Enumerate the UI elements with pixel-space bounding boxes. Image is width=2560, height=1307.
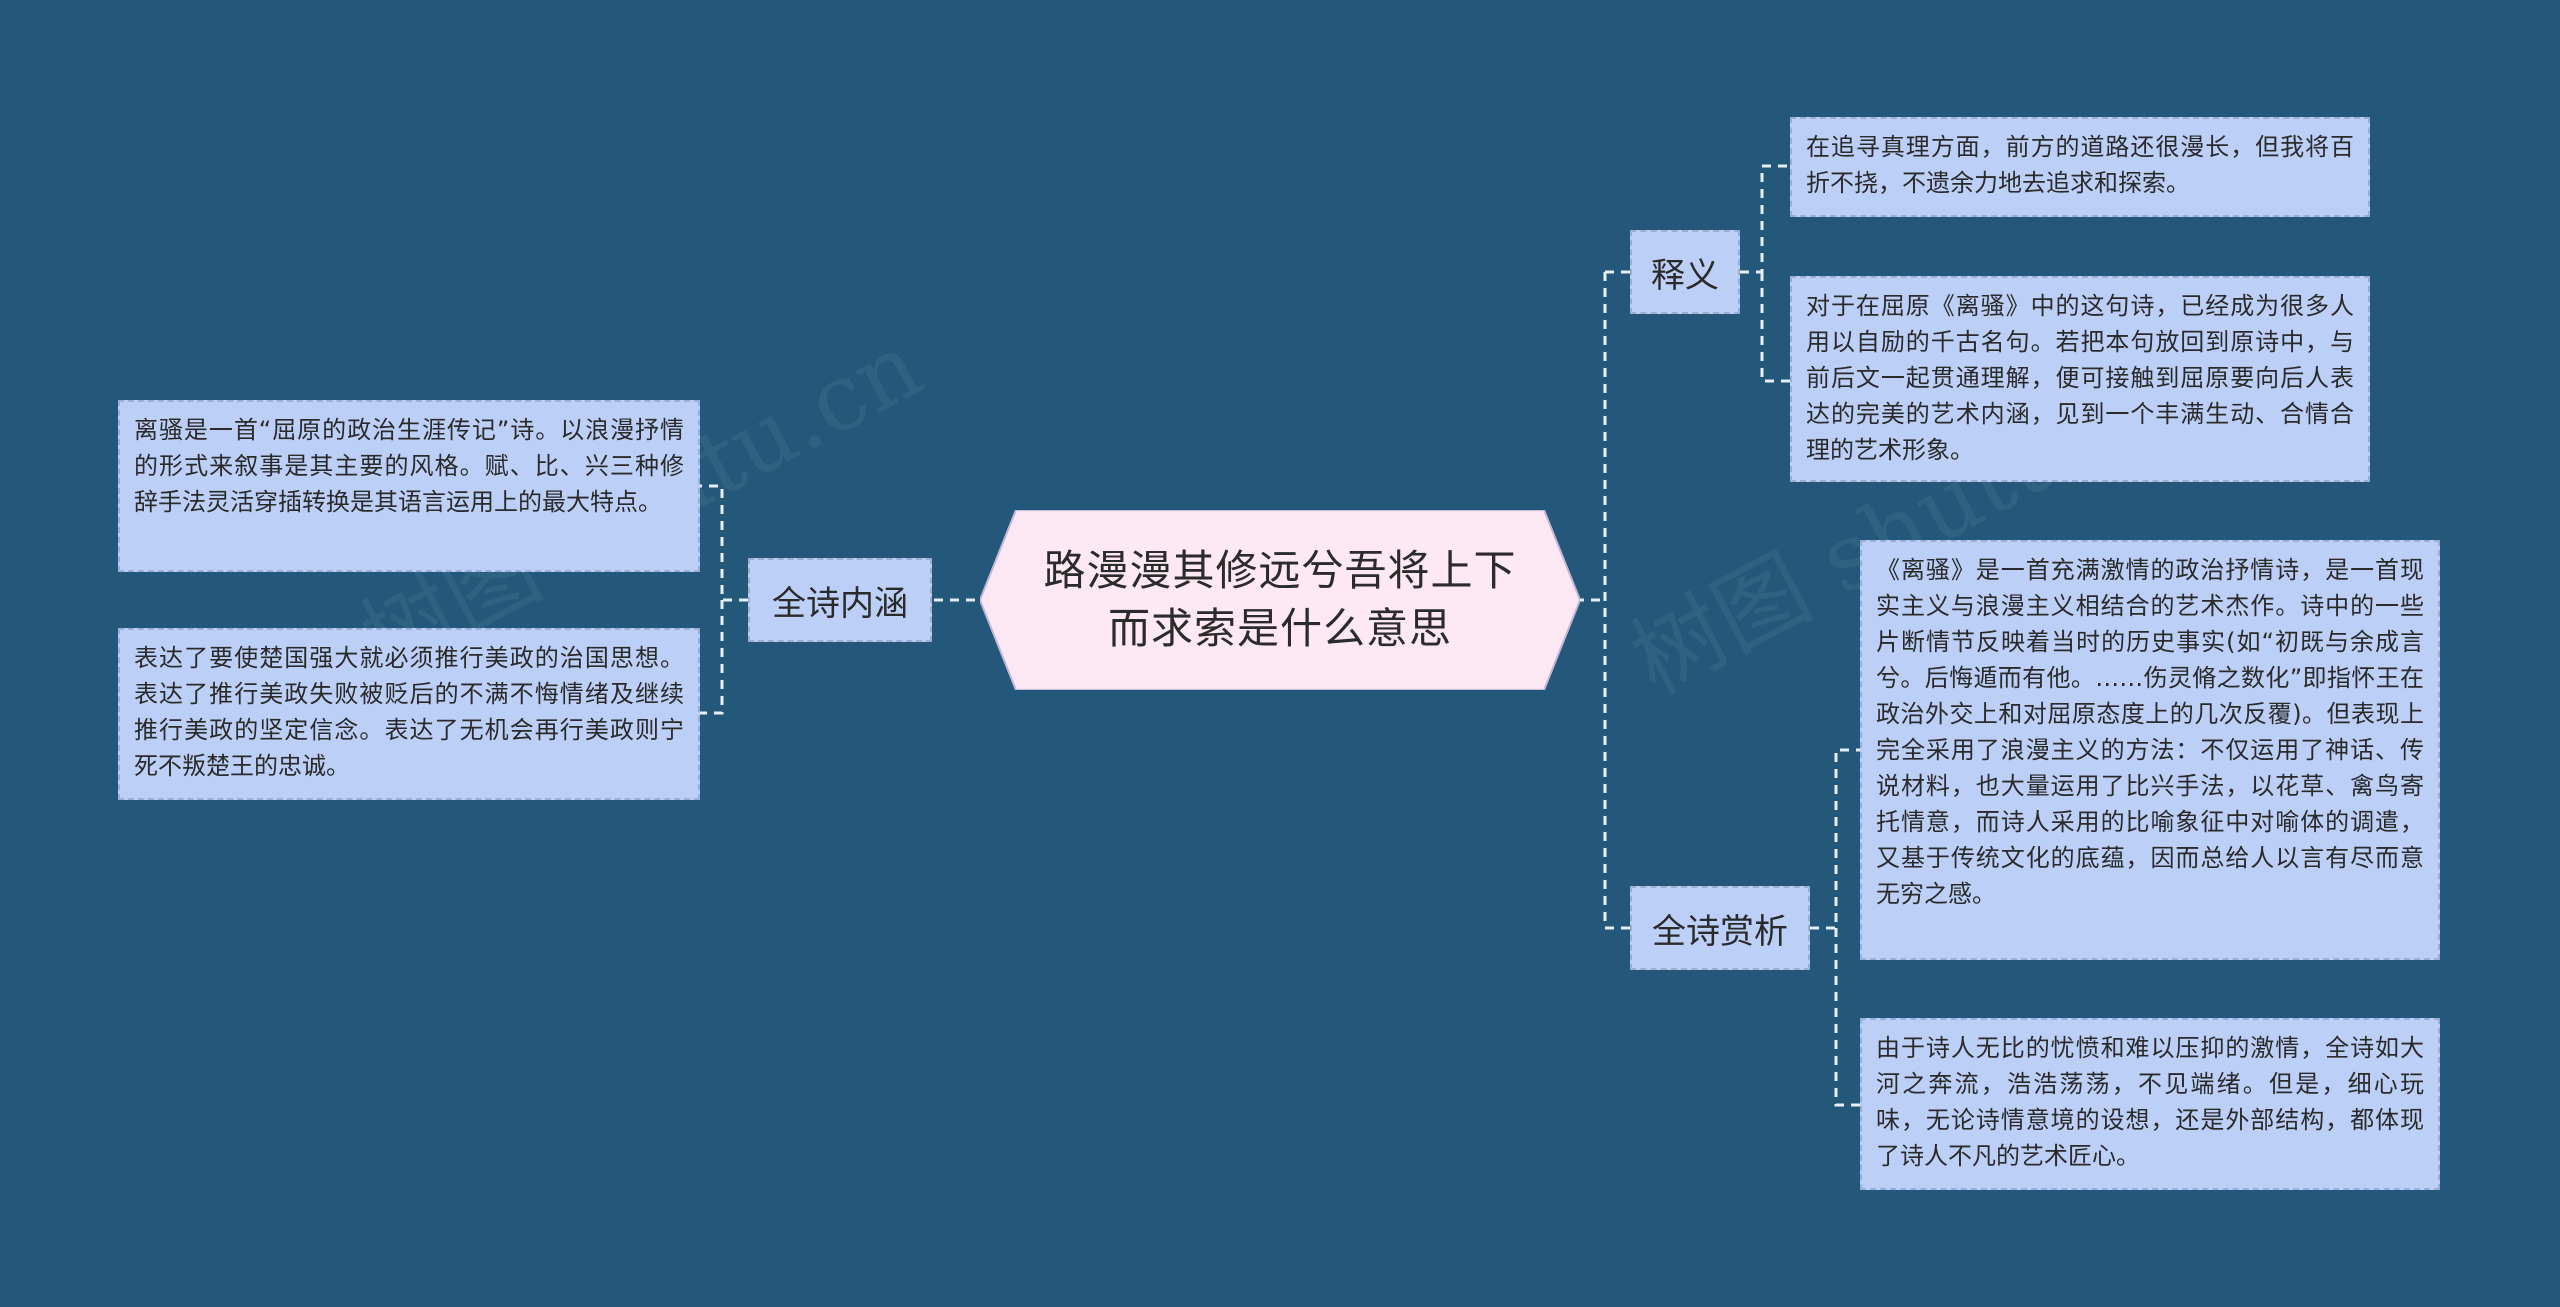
connector-shiyi-leaf-1 bbox=[1740, 164, 1790, 274]
leaf-shangxi-2[interactable]: 由于诗人无比的忧愤和难以压抑的激情，全诗如大河之奔流，浩浩荡荡，不见端绪。但是，… bbox=[1860, 1018, 2440, 1190]
branch-shiyi[interactable]: 释义 bbox=[1630, 230, 1740, 314]
root-hexagon-shape bbox=[980, 510, 1580, 690]
connector-left-leaf-2 bbox=[700, 600, 724, 715]
connector-shangxi-leaf-1 bbox=[1810, 748, 1860, 930]
leaf-shiyi-1[interactable]: 在追寻真理方面，前方的道路还很漫长，但我将百折不挠，不遗余力地去追求和探索。 bbox=[1790, 117, 2370, 217]
leaf-text: 离骚是一首“屈原的政治生涯传记”诗。以浪漫抒情的形式来叙事是其主要的风格。赋、比… bbox=[134, 416, 684, 516]
leaf-text: 表达了要使楚国强大就必须推行美政的治国思想。表达了推行美政失败被贬后的不满不悔情… bbox=[134, 644, 684, 780]
leaf-neihan-1[interactable]: 离骚是一首“屈原的政治生涯传记”诗。以浪漫抒情的形式来叙事是其主要的风格。赋、比… bbox=[118, 400, 700, 572]
leaf-neihan-2[interactable]: 表达了要使楚国强大就必须推行美政的治国思想。表达了推行美政失败被贬后的不满不悔情… bbox=[118, 628, 700, 800]
root-node[interactable]: 路漫漫其修远兮吾将上下而求索是什么意思 bbox=[980, 510, 1580, 690]
connector-shangxi-leaf-2 bbox=[1834, 928, 1860, 1107]
branch-label: 全诗赏析 bbox=[1652, 911, 1788, 952]
leaf-shangxi-1[interactable]: 《离骚》是一首充满激情的政治抒情诗，是一首现实主义与浪漫主义相结合的艺术杰作。诗… bbox=[1860, 540, 2440, 960]
branch-label: 释义 bbox=[1651, 255, 1719, 296]
connector-shiyi-leaf-2 bbox=[1760, 272, 1790, 383]
branch-quanshi-shangxi[interactable]: 全诗赏析 bbox=[1630, 886, 1810, 970]
leaf-shiyi-2[interactable]: 对于在屈原《离骚》中的这句诗，已经成为很多人用以自励的千古名句。若把本句放回到原… bbox=[1790, 276, 2370, 482]
leaf-text: 《离骚》是一首充满激情的政治抒情诗，是一首现实主义与浪漫主义相结合的艺术杰作。诗… bbox=[1876, 556, 2424, 908]
leaf-text: 对于在屈原《离骚》中的这句诗，已经成为很多人用以自励的千古名句。若把本句放回到原… bbox=[1806, 292, 2354, 464]
root-title: 路漫漫其修远兮吾将上下而求索是什么意思 bbox=[1043, 546, 1517, 653]
leaf-text: 由于诗人无比的忧愤和难以压抑的激情，全诗如大河之奔流，浩浩荡荡，不见端绪。但是，… bbox=[1876, 1034, 2424, 1170]
leaf-text: 在追寻真理方面，前方的道路还很漫长，但我将百折不挠，不遗余力地去追求和探索。 bbox=[1806, 133, 2354, 197]
connector-left-leaf-1 bbox=[700, 484, 748, 602]
branch-label: 全诗内涵 bbox=[772, 583, 908, 624]
branch-quanshi-neihan[interactable]: 全诗内涵 bbox=[748, 558, 932, 642]
